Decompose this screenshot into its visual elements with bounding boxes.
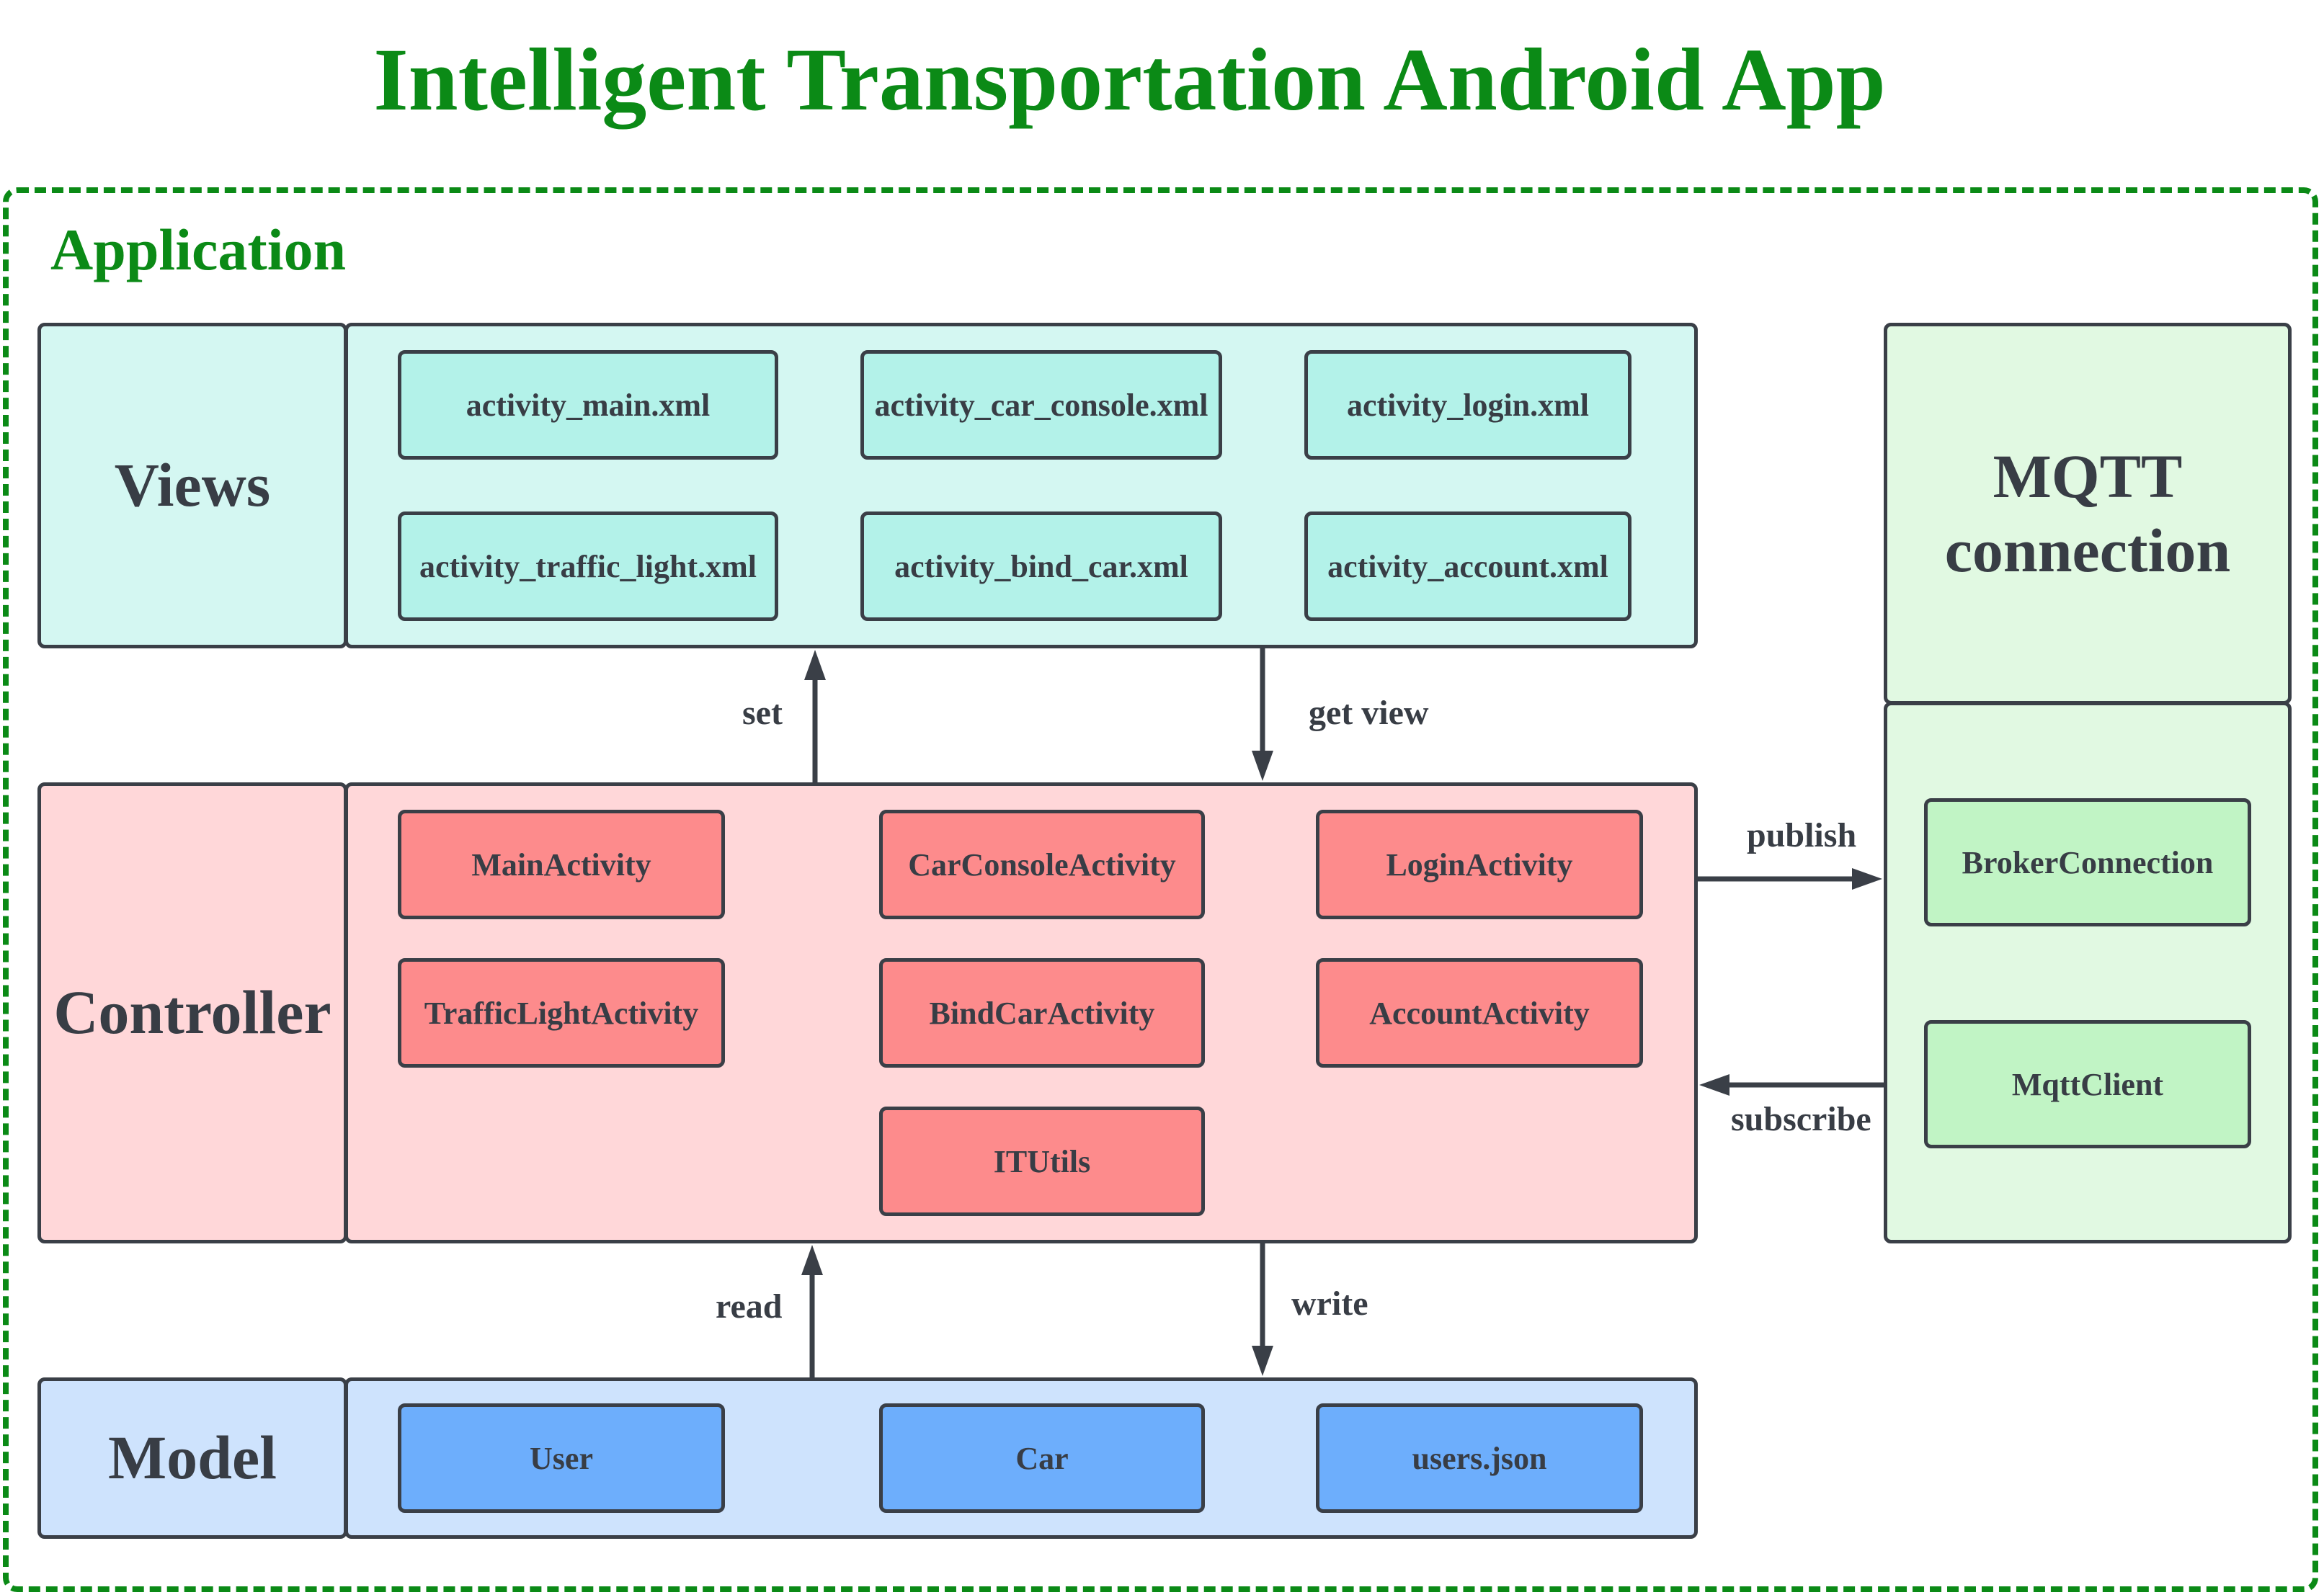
view-activity-main: activity_main.xml <box>398 350 778 460</box>
application-boundary <box>3 187 2318 1592</box>
controller-car-console-activity: CarConsoleActivity <box>879 810 1205 919</box>
view-activity-login: activity_login.xml <box>1304 350 1631 460</box>
diagram-title: Intelligent Transportation Android App <box>373 30 1886 129</box>
views-layer-label: Views <box>37 323 347 648</box>
controller-layer-label: Controller <box>37 782 347 1243</box>
view-activity-car-console: activity_car_console.xml <box>860 350 1222 460</box>
mqtt-broker-connection: BrokerConnection <box>1924 798 2251 926</box>
publish-arrow-head <box>1852 868 1882 890</box>
view-activity-traffic-light: activity_traffic_light.xml <box>398 511 778 621</box>
get-view-arrow-head <box>1252 751 1273 781</box>
read-arrow-head <box>801 1245 823 1275</box>
view-activity-bind-car: activity_bind_car.xml <box>860 511 1222 621</box>
edge-label-set: set <box>742 694 783 732</box>
model-user: User <box>398 1403 725 1513</box>
edge-label-publish: publish <box>1747 816 1857 854</box>
application-label: Application <box>50 217 347 282</box>
subscribe-arrow-head <box>1699 1074 1729 1096</box>
view-activity-account: activity_account.xml <box>1304 511 1631 621</box>
write-arrow-head <box>1252 1346 1273 1376</box>
mqtt-client: MqttClient <box>1924 1020 2251 1148</box>
model-users-json: users.json <box>1316 1403 1643 1513</box>
edge-label-write: write <box>1291 1285 1368 1323</box>
mqtt-connection-label: MQTT connection <box>1884 323 2292 705</box>
controller-itutils: ITUtils <box>879 1107 1205 1216</box>
edge-label-get-view: get view <box>1309 694 1429 732</box>
controller-main-activity: MainActivity <box>398 810 725 919</box>
model-layer-label: Model <box>37 1377 347 1539</box>
model-car: Car <box>879 1403 1205 1513</box>
mqtt-connection-panel <box>1884 702 2292 1243</box>
controller-login-activity: LoginActivity <box>1316 810 1643 919</box>
controller-account-activity: AccountActivity <box>1316 958 1643 1068</box>
edge-label-read: read <box>716 1287 783 1326</box>
controller-traffic-light-activity: TrafficLightActivity <box>398 958 725 1068</box>
set-arrow-head <box>804 650 826 680</box>
edge-label-subscribe: subscribe <box>1731 1100 1871 1138</box>
controller-bind-car-activity: BindCarActivity <box>879 958 1205 1068</box>
